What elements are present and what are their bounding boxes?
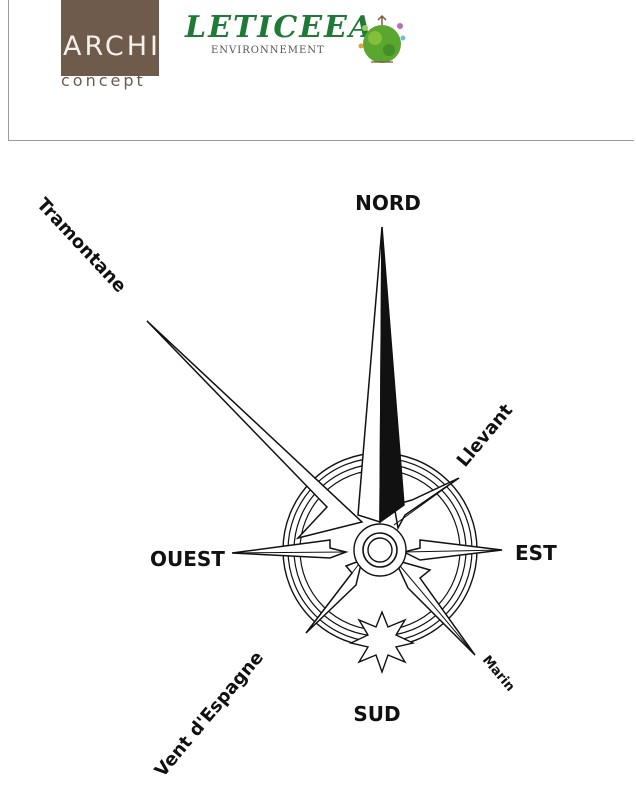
label-east: EST — [515, 541, 557, 565]
south-star — [351, 612, 413, 672]
west-arrow — [232, 540, 346, 558]
label-llevant: Llevant — [453, 400, 518, 471]
label-tramontane: Tramontane — [32, 194, 130, 297]
north-needle-dark — [380, 227, 404, 522]
label-vent-espagne: Vent d'Espagne — [151, 647, 268, 781]
label-north: NORD — [355, 191, 421, 215]
north-needle-light — [358, 227, 382, 522]
label-west: OUEST — [150, 547, 225, 571]
label-marin: Marin — [479, 653, 517, 695]
tramontane-arrow — [147, 321, 362, 538]
label-south: SUD — [353, 702, 400, 726]
compass-hub — [354, 524, 406, 576]
